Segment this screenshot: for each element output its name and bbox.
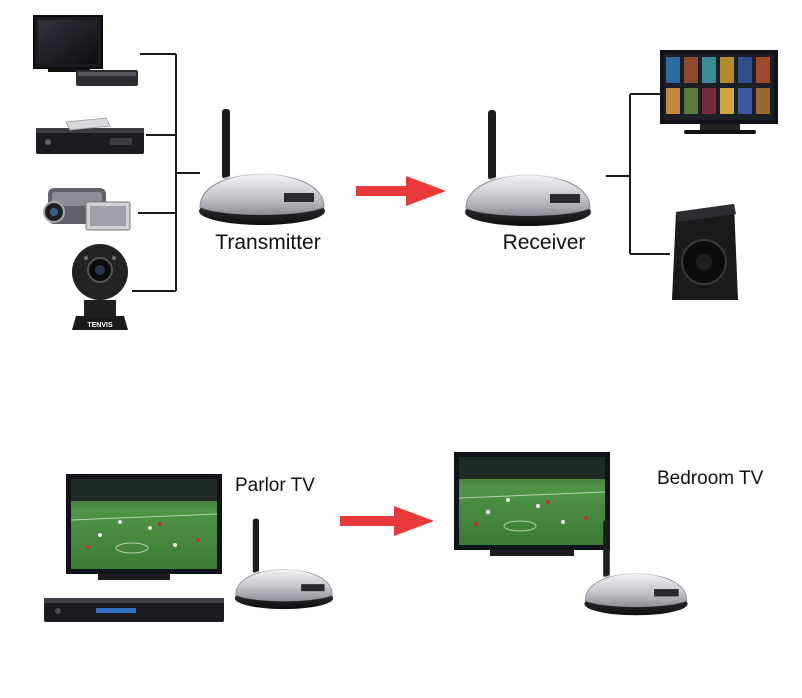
arrow-icon [356,176,446,206]
camera-brand-text: TENVIS [87,322,113,329]
ip-camera-icon: TENVIS [72,244,128,330]
bedroom-tv-label: Bedroom TV [657,468,764,489]
input-connector-lines [132,53,200,292]
transmitter-unit [198,108,326,226]
receiver-unit [464,109,592,227]
parlor-wireless-unit [234,517,334,610]
transmitter-label: Transmitter [215,231,320,254]
tv-icon [33,15,138,86]
output-connector-lines [606,93,670,255]
set-top-box-icon [36,117,144,154]
speaker-icon [672,204,738,300]
parlor-tv-icon [66,474,222,580]
blu-ray-player-icon [44,598,224,622]
monitor-icon [660,50,778,134]
arrow-icon [340,506,434,536]
parlor-tv-label: Parlor TV [235,475,315,496]
bedroom-tv-icon [454,452,610,556]
camcorder-icon [43,188,131,231]
receiver-label: Receiver [503,231,586,254]
